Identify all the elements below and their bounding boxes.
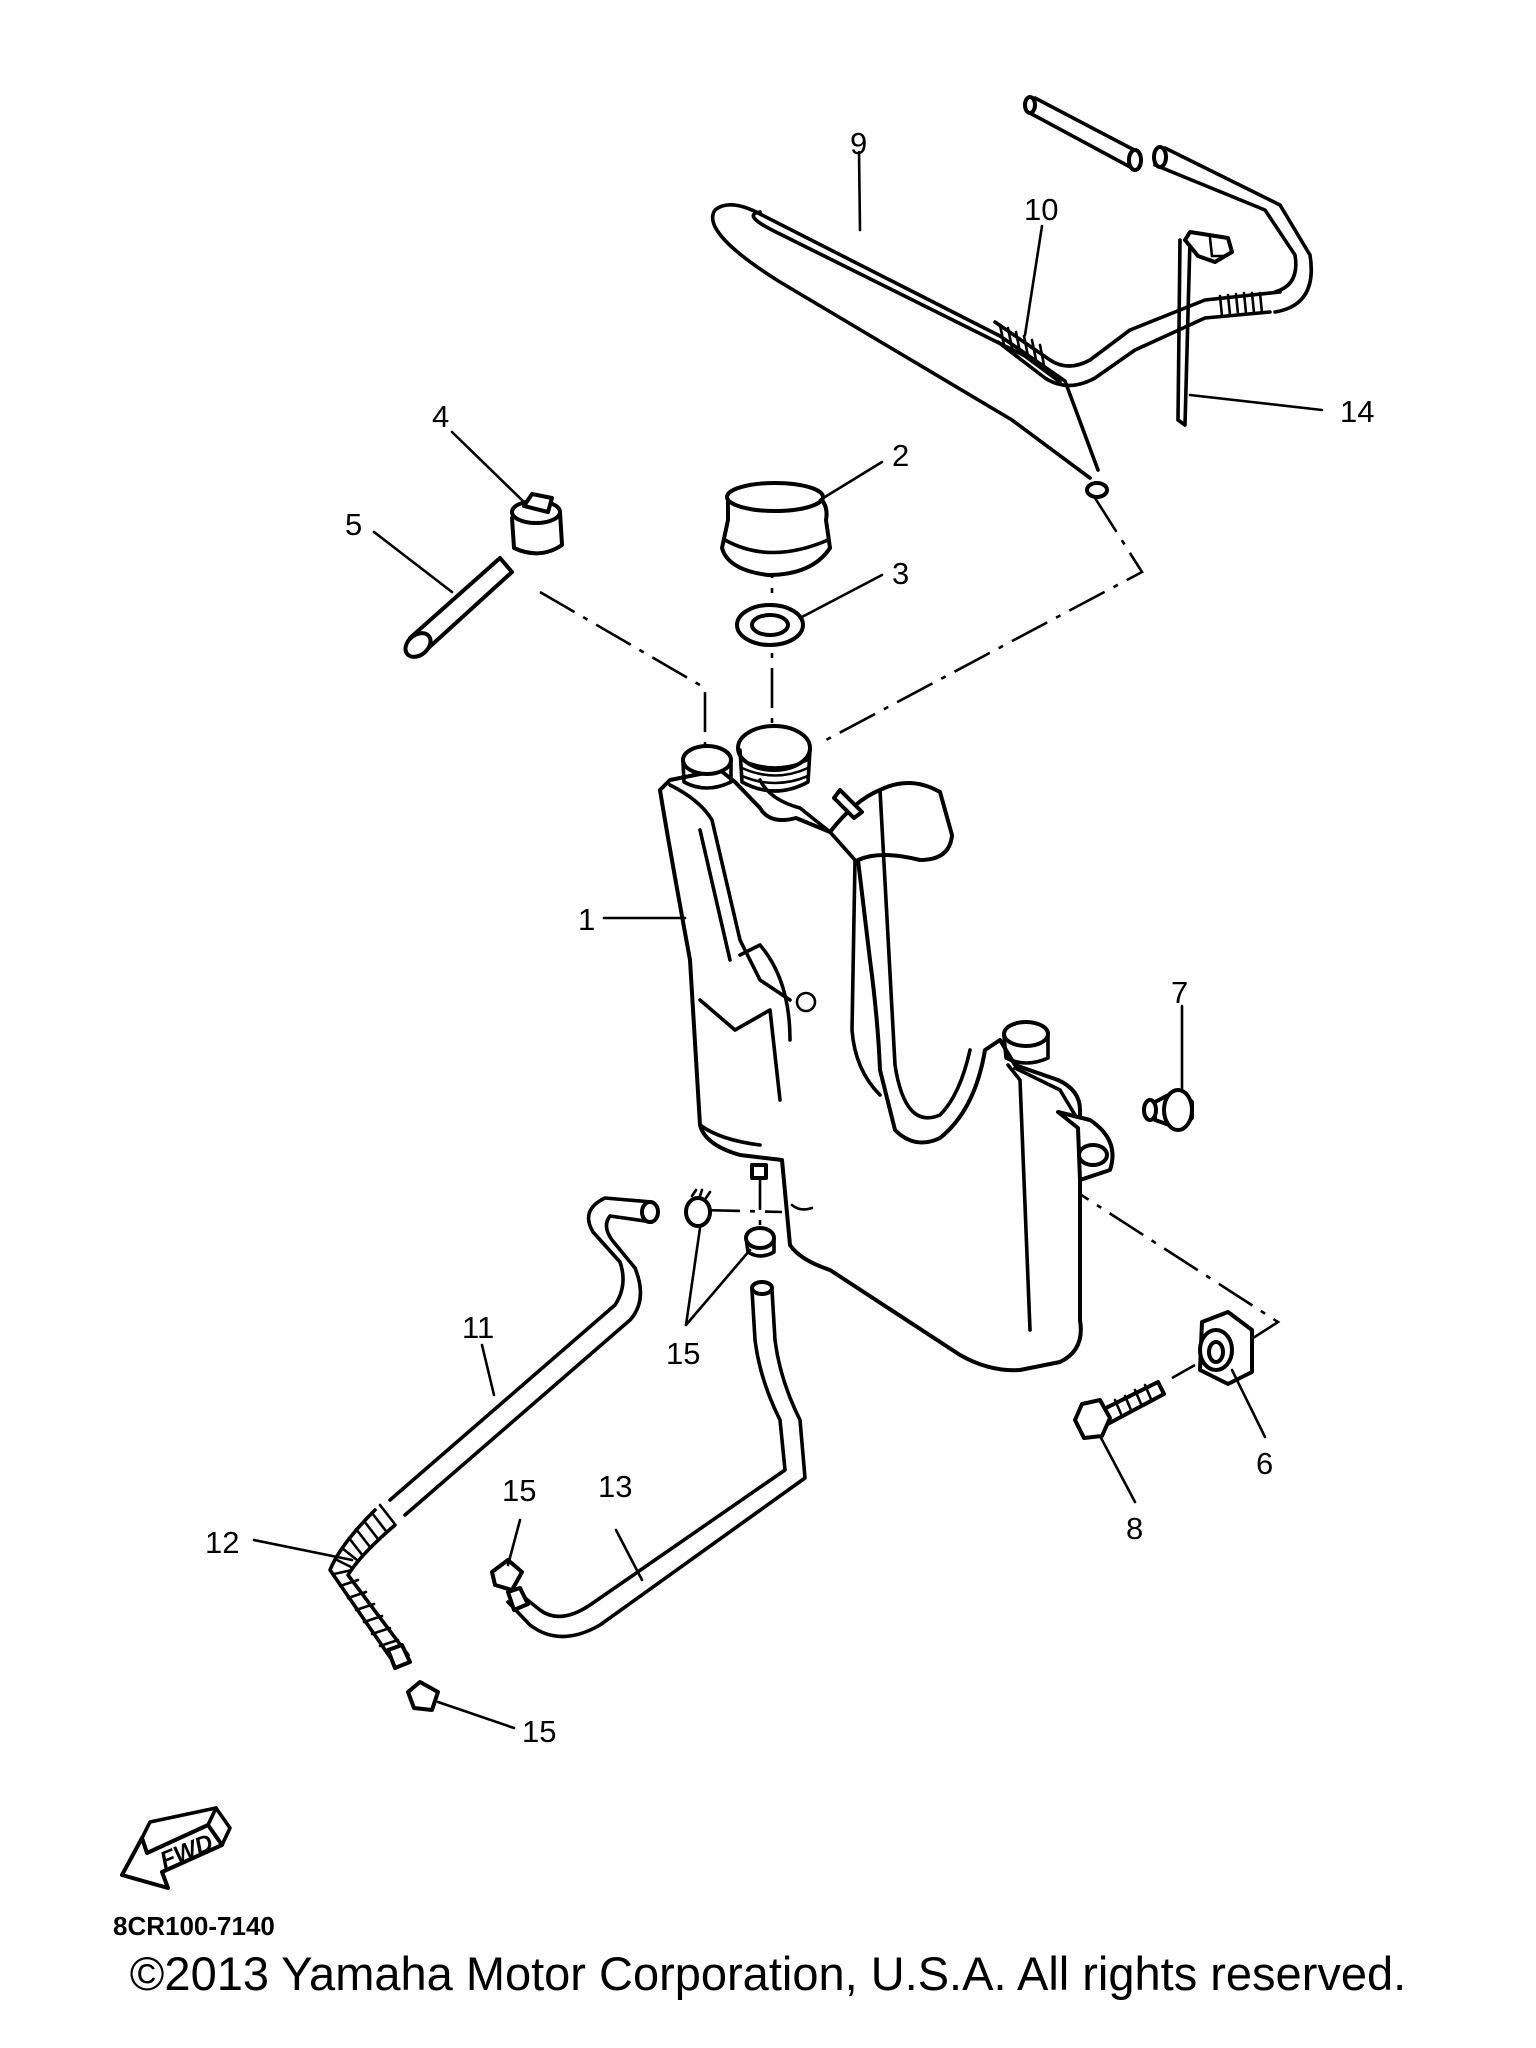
drawing-code: 8CR100-7140 xyxy=(113,1911,275,1941)
leader-lines xyxy=(252,150,1324,1730)
spring-guard-12 xyxy=(328,1503,412,1670)
hose-9 xyxy=(710,203,1109,499)
callout-4: 4 xyxy=(432,399,449,434)
clamp-14 xyxy=(1176,230,1234,427)
clips-15 xyxy=(406,1188,776,1712)
callout-1: 1 xyxy=(578,902,595,937)
callout-7: 7 xyxy=(1171,975,1188,1010)
hose-13 xyxy=(506,1280,807,1639)
copyright-notice: ©2013 Yamaha Motor Corporation, U.S.A. A… xyxy=(129,1947,1407,2000)
fwd-arrow: FWD xyxy=(120,1806,232,1890)
grommet-6 xyxy=(1198,1310,1254,1386)
callout-5: 5 xyxy=(345,507,362,542)
callout-2: 2 xyxy=(892,438,909,473)
pipe-5 xyxy=(403,556,514,659)
callout-11: 11 xyxy=(462,1310,494,1345)
filler-cap-2 xyxy=(720,481,832,577)
callout-10: 10 xyxy=(1024,192,1058,227)
callout-13: 13 xyxy=(598,1469,632,1504)
callout-6: 6 xyxy=(1256,1446,1273,1481)
callout-numbers: 1 2 3 4 5 6 7 8 9 10 11 12 13 14 15 15 1… xyxy=(205,126,1374,1749)
bolt-8 xyxy=(1073,1380,1166,1440)
callout-15-bottom: 15 xyxy=(522,1714,556,1749)
callout-15-middle: 15 xyxy=(666,1336,700,1371)
hose-11 xyxy=(388,1196,660,1517)
callout-9: 9 xyxy=(850,126,867,161)
bolt-7 xyxy=(1142,1088,1194,1132)
callout-3: 3 xyxy=(892,556,909,591)
gasket-3 xyxy=(735,603,805,647)
oil-tank-1 xyxy=(658,724,1115,1373)
callout-14: 14 xyxy=(1340,394,1374,429)
nipple-cap-4 xyxy=(510,492,564,556)
hose-10 xyxy=(993,95,1313,388)
callout-8: 8 xyxy=(1126,1511,1143,1546)
callout-15-lower-middle: 15 xyxy=(502,1473,536,1508)
callout-12: 12 xyxy=(205,1525,239,1560)
